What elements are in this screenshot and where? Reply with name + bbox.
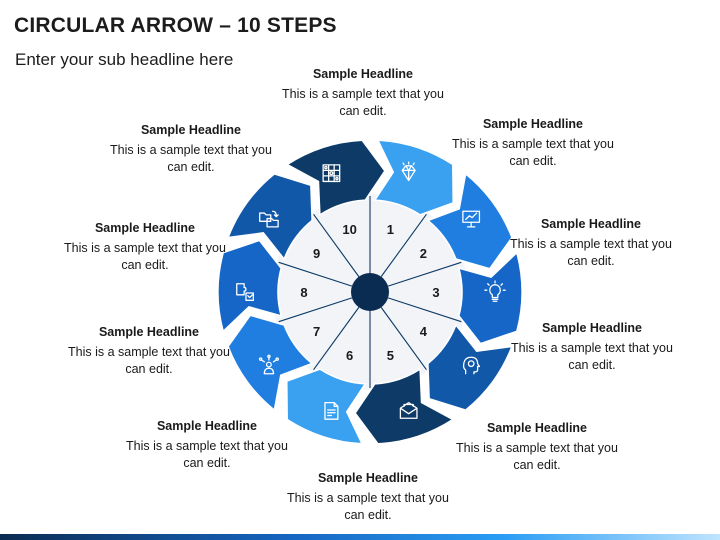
step-text: This is a sample text that you can edit. (456, 441, 618, 472)
step-headline: Sample Headline (486, 421, 588, 435)
grid-icon (322, 164, 341, 183)
step-headline: Sample Headline (312, 67, 414, 81)
step-number: 4 (420, 324, 428, 339)
step-text: This is a sample text that you can edit. (126, 439, 288, 470)
center-hub (351, 273, 389, 311)
bottom-accent-bar (0, 534, 720, 540)
folders-icon (259, 210, 279, 228)
arrow-segment-step-6 (286, 368, 367, 445)
step-headline: Sample Headline (98, 325, 200, 339)
step-number: 5 (387, 348, 394, 363)
arrow-segment-step-2 (426, 172, 513, 270)
arrow-segment-step-8 (217, 239, 283, 333)
step-text: This is a sample text that you can edit. (110, 143, 272, 174)
step-number: 3 (432, 285, 439, 300)
head-gear-icon (462, 356, 481, 375)
arrow-segment-step-9 (226, 173, 313, 261)
step-headline: Sample Headline (482, 117, 584, 131)
arrow-segment-step-1 (373, 139, 454, 216)
spoke-line (313, 307, 360, 370)
lightbulb-icon (484, 280, 506, 302)
step-headline: Sample Headline (156, 419, 258, 433)
step-text: This is a sample text that you can edit. (511, 341, 673, 372)
step-text: This is a sample text that you can edit. (452, 137, 614, 168)
spoke-line (278, 297, 353, 323)
step-number: 8 (300, 285, 307, 300)
page-subtitle: Enter your sub headline here (15, 50, 234, 69)
person-network-icon (258, 354, 279, 375)
step-text: This is a sample text that you can edit. (64, 241, 226, 272)
step-text: This is a sample text that you can edit. (510, 237, 672, 268)
spoke-line (387, 261, 462, 287)
step-headline: Sample Headline (94, 221, 196, 235)
step-number: 9 (313, 246, 320, 261)
step-headline: Sample Headline (541, 321, 643, 335)
spoke-line (387, 297, 462, 323)
step-text: This is a sample text that you can edit. (68, 345, 230, 376)
puzzle-people-icon (236, 283, 254, 301)
step-headline: Sample Headline (317, 471, 419, 485)
arrow-segment-step-4 (427, 323, 514, 411)
spoke-line (380, 214, 427, 277)
step-text: This is a sample text that you can edit. (287, 491, 449, 522)
document-icon (324, 401, 339, 420)
arrow-segment-step-3 (457, 251, 523, 345)
spoke-line (380, 307, 427, 370)
step-number: 6 (346, 348, 353, 363)
page-title: CIRCULAR ARROW – 10 STEPS (14, 14, 337, 37)
step-headline: Sample Headline (540, 217, 642, 231)
diamond-icon (401, 161, 416, 182)
step-number: 2 (420, 246, 427, 261)
spoke-line (313, 214, 360, 277)
step-headline: Sample Headline (140, 123, 242, 137)
presentation-icon (462, 210, 481, 228)
step-number: 1 (387, 222, 394, 237)
envelope-icon (399, 401, 418, 419)
step-number: 10 (342, 222, 356, 237)
step-number: 7 (313, 324, 320, 339)
step-text: This is a sample text that you can edit. (282, 87, 444, 118)
spoke-line (278, 261, 353, 287)
